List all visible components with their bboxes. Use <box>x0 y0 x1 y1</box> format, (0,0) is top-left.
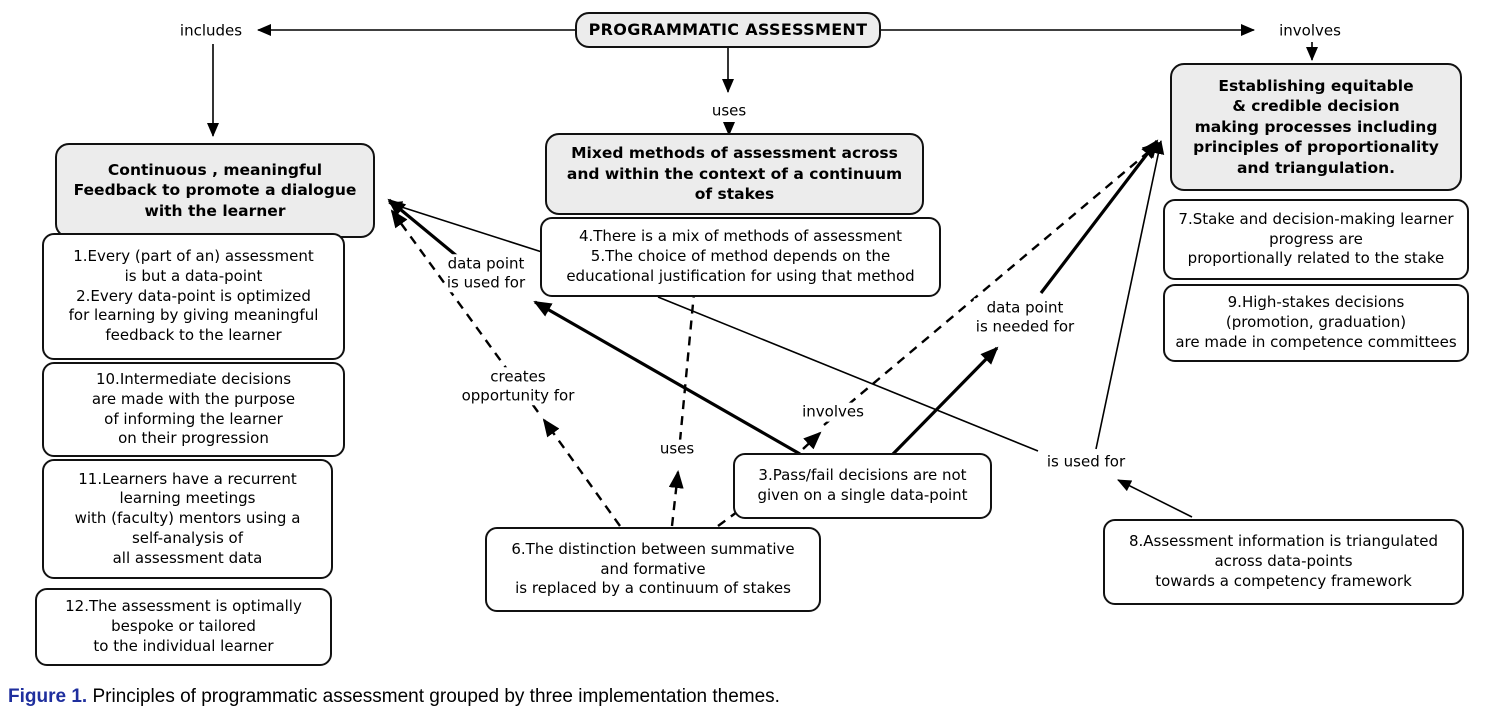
principle-box-8: 8.Assessment information is triangulated… <box>1103 519 1464 605</box>
node-programmatic-assessment: PROGRAMMATIC ASSESSMENT <box>575 12 881 48</box>
principle-box-9: 9.High-stakes decisions (promotion, grad… <box>1163 284 1469 362</box>
principle-box-4-5: 4.There is a mix of methods of assessmen… <box>540 217 941 297</box>
principle-box-12: 12.The assessment is optimally bespoke o… <box>35 588 332 666</box>
node-theme-mixed-methods: Mixed methods of assessment across and w… <box>545 133 924 215</box>
edge-label-creates-opportunity-for: creates opportunity for <box>459 367 577 405</box>
thick-arrows <box>387 139 1159 456</box>
figure-caption-text: Principles of programmatic assessment gr… <box>87 686 780 707</box>
edge-label-includes: includes <box>177 21 245 41</box>
principle-box-6: 6.The distinction between summative and … <box>485 527 821 612</box>
principle-box-10: 10.Intermediate decisions are made with … <box>42 362 345 457</box>
principle-box-3: 3.Pass/fail decisions are not given on a… <box>733 453 992 519</box>
figure-caption-label: Figure 1. <box>8 686 88 707</box>
principle-box-1-2: 1.Every (part of an) assessment is but a… <box>42 233 345 360</box>
edge-label-data-point-is-used-for: data point is used for <box>444 254 528 292</box>
principle-box-7: 7.Stake and decision-making learner prog… <box>1163 199 1469 280</box>
figure-caption: Figure 1. Principles of programmatic ass… <box>8 686 780 708</box>
edge-label-uses-mid: uses <box>657 439 697 459</box>
edge-label-involves-top: involves <box>1277 21 1343 41</box>
thin-arrows <box>207 24 1318 518</box>
dashed-arrows <box>390 141 1161 527</box>
edge-label-involves-mid: involves <box>800 402 866 422</box>
edge-label-uses-top: uses <box>709 101 749 121</box>
edge-label-is-used-for: is used for <box>1044 452 1128 472</box>
principle-box-11: 11.Learners have a recurrent learning me… <box>42 459 333 579</box>
node-theme-equitable-decisions: Establishing equitable & credible decisi… <box>1170 63 1462 191</box>
edge-label-data-point-is-needed-for: data point is needed for <box>973 298 1077 336</box>
node-theme-continuous-feedback: Continuous , meaningful Feedback to prom… <box>55 143 375 238</box>
